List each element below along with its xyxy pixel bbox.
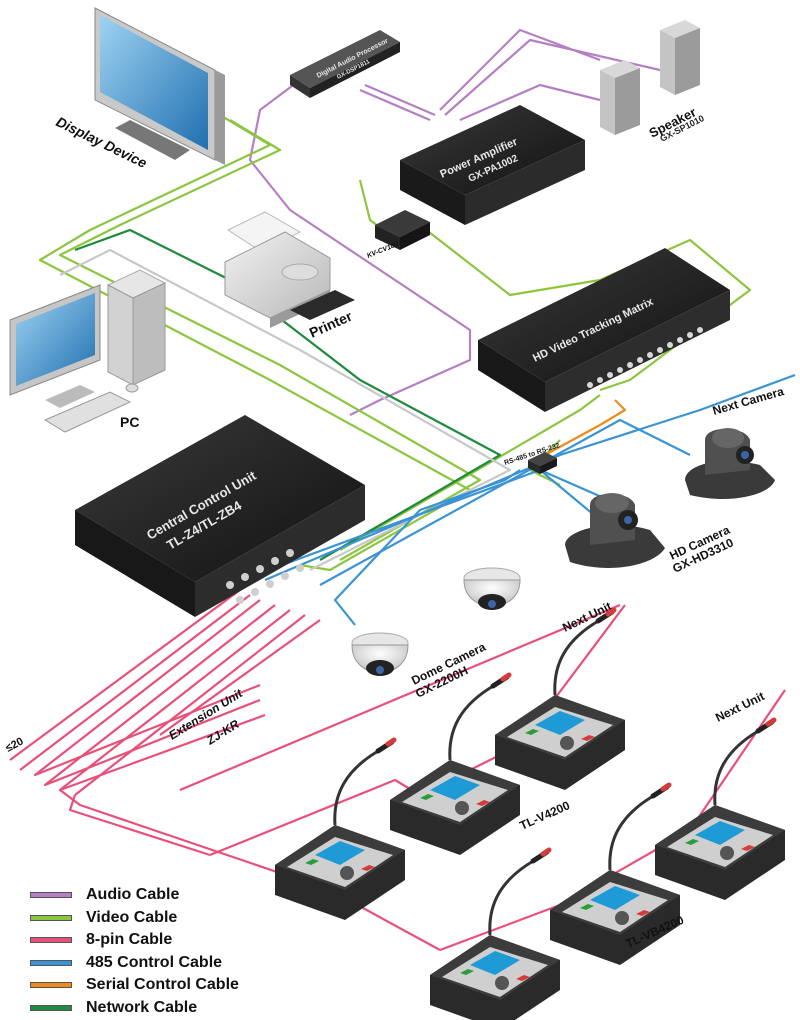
legend-label: Serial Control Cable [86,976,239,994]
legend-swatch [30,959,72,966]
legend-item: 485 Control Cable [30,952,239,975]
legend-label: Audio Cable [86,886,180,904]
extension-unit-model: ZJ-KR [203,717,242,748]
next-camera-label: Next Camera [711,384,786,418]
kv-label: KV-CV180 [366,241,400,260]
legend-swatch [30,1004,72,1011]
central-control-unit[interactable]: Central Control Unit TL-Z4/TL-ZB4 [75,415,365,617]
audio-cables [248,28,661,416]
kv-converter[interactable]: KV-CV180 [366,210,430,260]
ccu-ports [226,549,304,604]
dome-camera-left[interactable]: Dome Camera GX-2200H [351,632,488,701]
speaker-pair[interactable]: Speaker GX-SP1010 [600,20,706,144]
legend-swatch [30,937,72,944]
display-device-label: Display Device [54,113,150,171]
legend-label: 8-pin Cable [86,931,173,949]
legend-item: Serial Control Cable [30,974,239,997]
next-unit-label-2: Next Unit [713,689,766,725]
pc-workstation[interactable]: PC [9,269,167,433]
display-device[interactable]: Display Device [54,7,225,171]
hd-camera-rear[interactable] [685,428,775,500]
legend-item: Video Cable [30,907,239,930]
network-cables [74,228,502,561]
conference-unit[interactable] [655,720,785,900]
power-amplifier[interactable]: Power Amplifier GX-PA1002 [400,105,585,225]
cables [9,28,796,952]
tl-v4200-label: TL-V4200 [518,798,573,833]
conference-unit[interactable] [275,740,405,920]
legend-swatch [30,982,72,989]
cable-legend: Audio Cable Video Cable 8-pin Cable 485 … [30,884,239,1019]
legend-label: Video Cable [86,908,178,926]
rs485-converter[interactable]: RS-485 to RS-232 [503,442,561,474]
hd-camera-front[interactable]: HD Camera GX-HD3310 [565,493,736,576]
digital-audio-processor[interactable]: Digital Audio Processor GX-DSP1811 [290,30,400,98]
legend-item: 8-pin Cable [30,929,239,952]
matrix-ports [587,327,703,388]
legend-item: Network Cable [30,997,239,1020]
legend-label: Network Cable [86,998,198,1016]
dome-camera-right[interactable] [463,567,521,610]
hd-video-tracking-matrix[interactable]: HD Video Tracking Matrix [478,248,730,412]
legend-swatch [30,892,72,899]
serial-cables [544,399,627,456]
conference-unit[interactable] [430,850,560,1020]
pc-label: PC [120,414,139,430]
legend-label: 485 Control Cable [86,953,223,971]
legend-swatch [30,914,72,921]
legend-item: Audio Cable [30,884,239,907]
conference-unit[interactable] [495,610,625,790]
